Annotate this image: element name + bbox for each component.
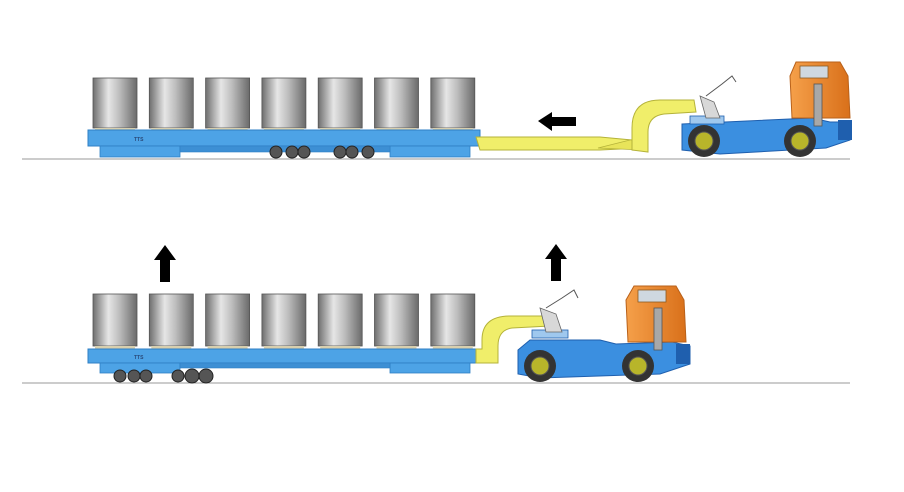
gooseneck	[475, 99, 697, 153]
coil-cradle	[376, 346, 417, 349]
coil-cradle	[263, 346, 304, 349]
bogie-wheel	[171, 369, 185, 383]
tractor-wheel	[784, 125, 816, 157]
trailer-underframe	[179, 362, 391, 369]
cab-window	[637, 289, 667, 303]
scene-reverse-under-trailer: TTS	[22, 61, 852, 160]
bogie-wheel	[297, 145, 311, 159]
trailer-skirt	[99, 145, 181, 158]
steel-coil	[205, 293, 251, 347]
bogie-wheel	[333, 145, 347, 159]
coil-cradle	[320, 346, 361, 349]
low-loader-trailer: TTS	[87, 348, 481, 384]
arrow-up-icon	[154, 245, 176, 282]
bumper	[838, 120, 852, 140]
exhaust-stack	[813, 83, 823, 127]
low-loader-trailer: TTS	[87, 129, 481, 159]
trailer-skirt	[99, 362, 181, 374]
trailer-marking: TTS	[134, 137, 144, 143]
steel-coil	[205, 77, 251, 129]
tractor-unit	[681, 61, 852, 157]
bogie-wheel	[198, 368, 214, 384]
steel-coil	[430, 77, 476, 129]
coil-cradle	[432, 346, 473, 349]
arrow-up-icon	[545, 244, 567, 281]
steel-coil	[374, 77, 419, 129]
trailer-marking: TTS	[134, 355, 144, 361]
steel-coil	[430, 293, 476, 347]
trailer-deck	[87, 129, 481, 147]
coil-cradle	[207, 346, 248, 349]
steel-coil	[374, 293, 419, 347]
coil-group	[92, 77, 476, 131]
tractor-wheel	[688, 125, 720, 157]
steel-coil	[148, 293, 194, 347]
bogie-wheel	[345, 145, 359, 159]
coil-group	[92, 293, 476, 349]
lift-arm	[539, 307, 563, 333]
steel-coil	[317, 77, 363, 129]
trailer-skirt	[389, 145, 471, 158]
trailer-deck	[87, 348, 481, 364]
tractor-wheel	[622, 350, 654, 382]
coil-cradle	[95, 346, 135, 349]
bogie-wheel	[127, 369, 141, 383]
bogie-wheel	[113, 369, 127, 383]
bogie-wheel	[269, 145, 283, 159]
exhaust-stack	[653, 307, 663, 351]
bogie-wheel	[361, 145, 375, 159]
bogie-wheel	[285, 145, 299, 159]
hose-line	[705, 75, 737, 97]
lift-arm	[699, 95, 721, 119]
tractor-wheel	[524, 350, 556, 382]
steel-coil	[92, 293, 138, 347]
arrow-left-icon	[538, 112, 576, 131]
trailer-underframe	[179, 145, 391, 153]
bogie-wheel	[139, 369, 153, 383]
trailer-skirt	[389, 362, 471, 374]
steel-coil	[317, 293, 363, 347]
steel-coil	[148, 77, 194, 129]
trailer-bogie	[113, 368, 214, 384]
tractor-unit	[517, 285, 691, 382]
steel-coil	[261, 293, 307, 347]
trailer-bogie	[269, 145, 375, 159]
steel-coil	[261, 77, 307, 129]
bumper	[676, 344, 690, 364]
bogie-wheel	[184, 368, 200, 384]
steel-coil	[92, 77, 138, 129]
hose-line	[545, 289, 579, 309]
cab-window	[799, 65, 829, 79]
coil-cradle	[151, 346, 192, 349]
scene-lift-and-couple: TTS	[22, 244, 850, 384]
